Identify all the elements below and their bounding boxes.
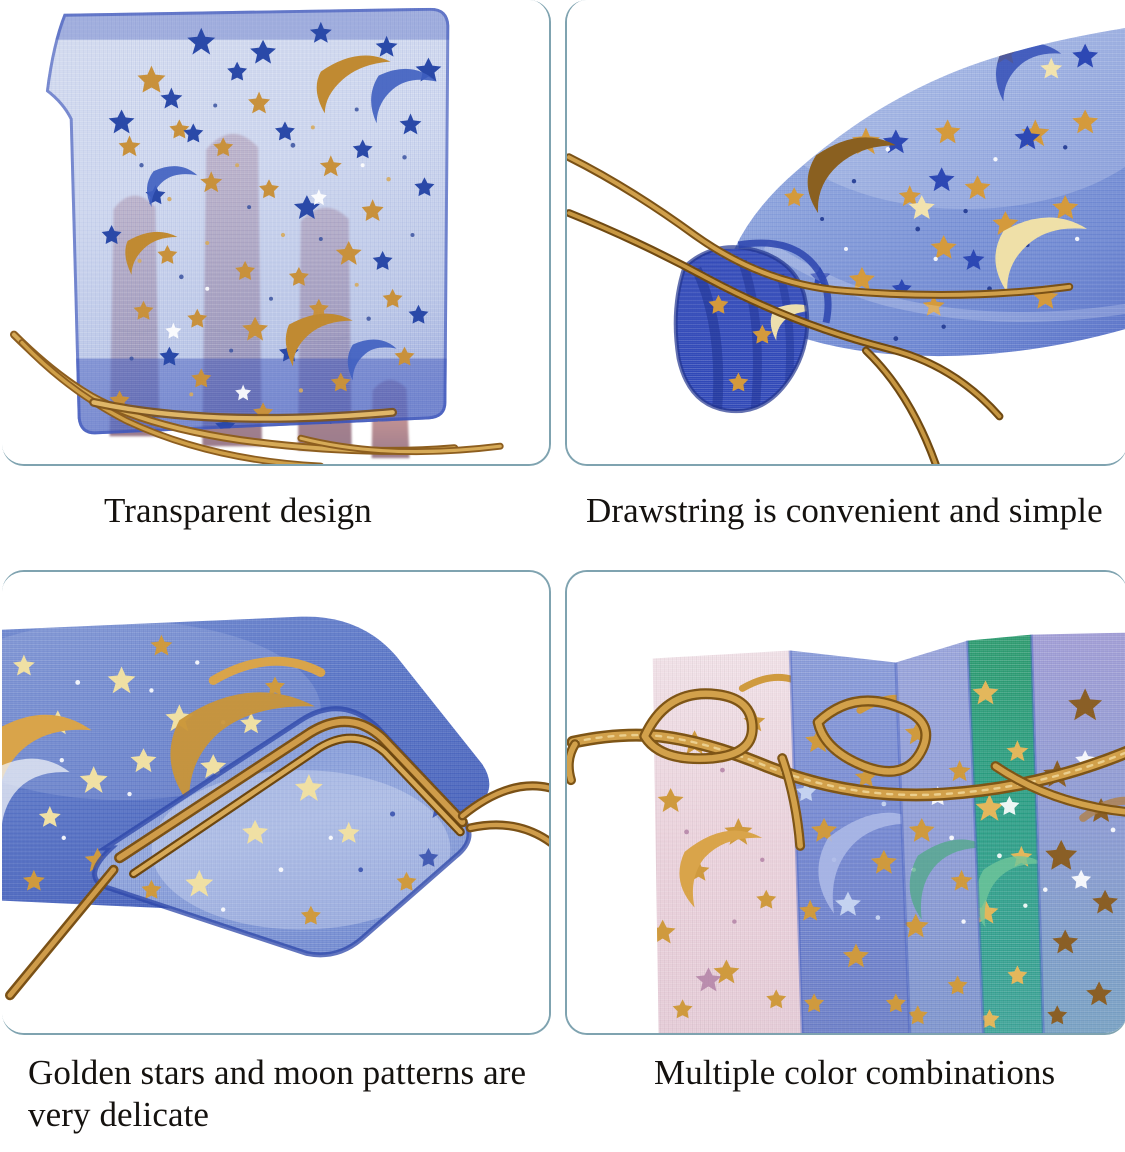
drawstring-cord	[9, 330, 504, 464]
drawstring-cord	[4, 716, 549, 1001]
caption-drawstring: Drawstring is convenient and simple	[586, 491, 1103, 530]
feature-panel-transparent-design: Sheer blue organza gift bag with gold an…	[2, 0, 551, 466]
organza-bag-over-hand-photo	[2, 0, 549, 464]
drawstring-cord	[567, 153, 1074, 464]
drawstring-pouch-photo	[567, 0, 1125, 464]
feature-panel-golden-stars: Flat blue organza pouch lying down showi…	[2, 570, 551, 1035]
multi-color-bags-photo	[567, 572, 1125, 1033]
bag-lilac	[895, 640, 984, 1033]
drawstring-cord	[567, 688, 1125, 851]
feature-panel-drawstring: Blue organza drawstring pouch lying on i…	[565, 0, 1125, 466]
bag-purple	[1031, 632, 1125, 1033]
flat-organza-bag-photo	[2, 572, 549, 1033]
bag-blue	[790, 650, 910, 1033]
bag-pink	[652, 650, 803, 1033]
caption-transparent-design: Transparent design	[104, 491, 372, 530]
caption-golden-stars: Golden stars and moon patterns are very …	[28, 1053, 527, 1134]
feature-panel-multiple-colors: Several organza bags in pink, blue, gree…	[565, 570, 1125, 1035]
caption-multiple-colors: Multiple color combinations	[654, 1053, 1056, 1092]
